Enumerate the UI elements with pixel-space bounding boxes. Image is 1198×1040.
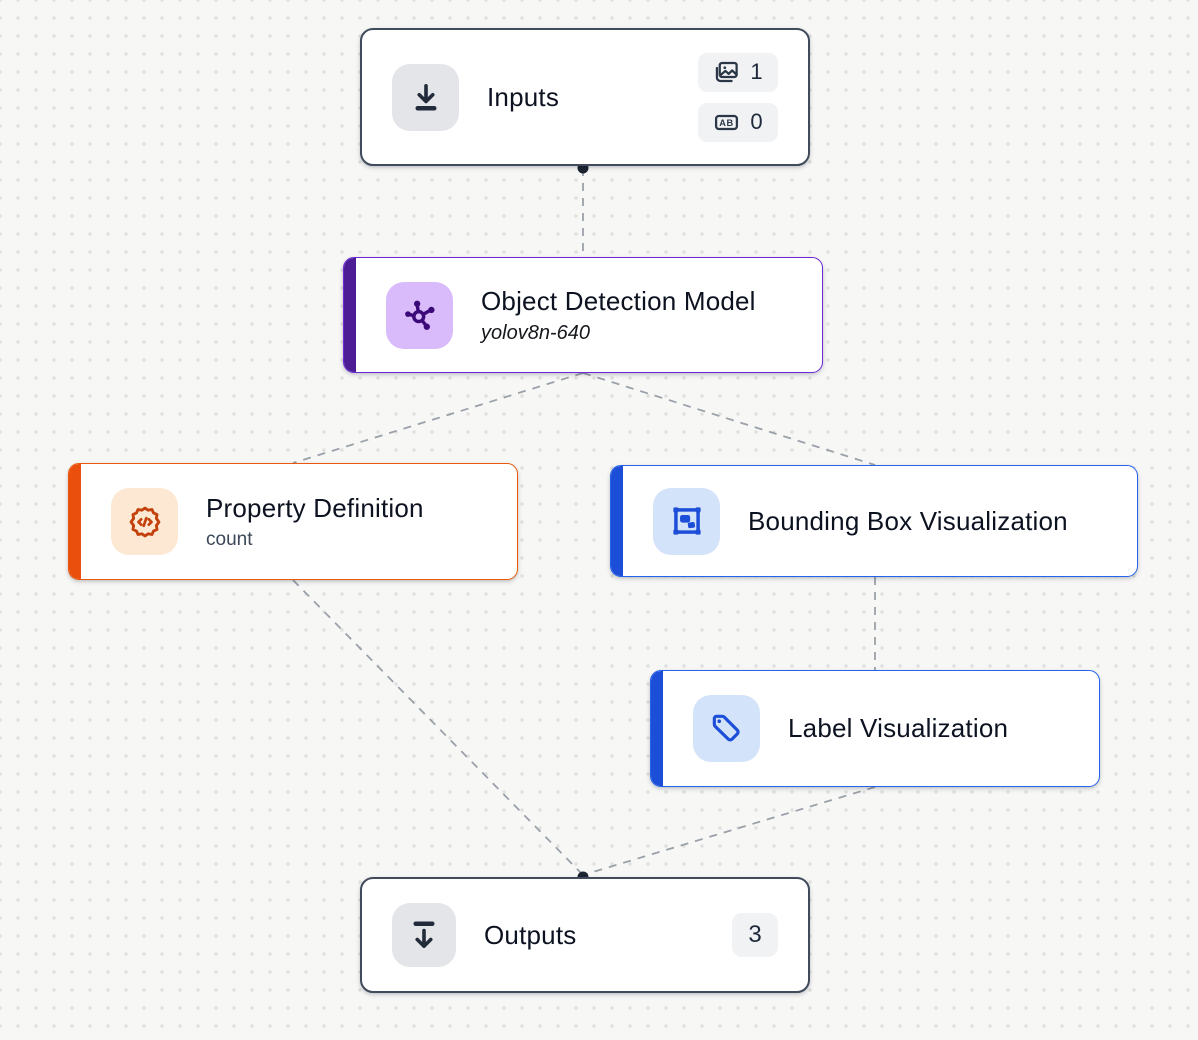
- parameters-count: 0: [750, 109, 763, 134]
- edge-model-property: [292, 372, 584, 464]
- node-object-detection-model[interactable]: Object Detection Model yolov8n-640: [343, 257, 823, 373]
- property-gear-code-icon: [111, 488, 178, 555]
- model-id: yolov8n-640: [481, 321, 590, 344]
- images-count: 1: [750, 59, 763, 84]
- node-title: Property Definition: [206, 492, 424, 523]
- node-property-definition[interactable]: Property Definition count: [68, 463, 518, 580]
- node-bounding-box-visualization[interactable]: Bounding Box Visualization: [610, 465, 1138, 577]
- download-icon: [392, 63, 459, 131]
- node-inputs[interactable]: Inputs 1 AB 0: [360, 28, 810, 166]
- edge-property-outputs: [292, 579, 584, 876]
- bounding-box-icon: [653, 487, 720, 555]
- node-title: Outputs: [484, 919, 577, 950]
- node-label-visualization[interactable]: Label Visualization: [650, 670, 1100, 787]
- node-title: Object Detection Model: [481, 285, 756, 316]
- inputs-badges: 1 AB 0: [698, 52, 778, 142]
- node-title: Bounding Box Visualization: [748, 505, 1068, 536]
- images-count-badge[interactable]: 1: [698, 52, 778, 92]
- edge-model-bbox: [582, 372, 876, 466]
- node-title: Label Visualization: [788, 713, 1009, 743]
- svg-text:AB: AB: [720, 117, 734, 127]
- parameters-count-badge[interactable]: AB 0: [698, 102, 778, 142]
- images-icon: [716, 61, 739, 82]
- output-arrow-icon: [392, 903, 456, 967]
- label-tag-icon: [693, 695, 760, 762]
- node-outputs[interactable]: Outputs 3: [360, 877, 810, 993]
- property-name: count: [206, 528, 253, 550]
- edge-label-outputs: [582, 786, 876, 876]
- node-title: Inputs: [487, 81, 560, 112]
- model-network-icon: [386, 281, 453, 349]
- outputs-count-badge[interactable]: 3: [732, 913, 778, 957]
- ab-field-icon: AB: [715, 114, 739, 130]
- outputs-count: 3: [748, 921, 762, 948]
